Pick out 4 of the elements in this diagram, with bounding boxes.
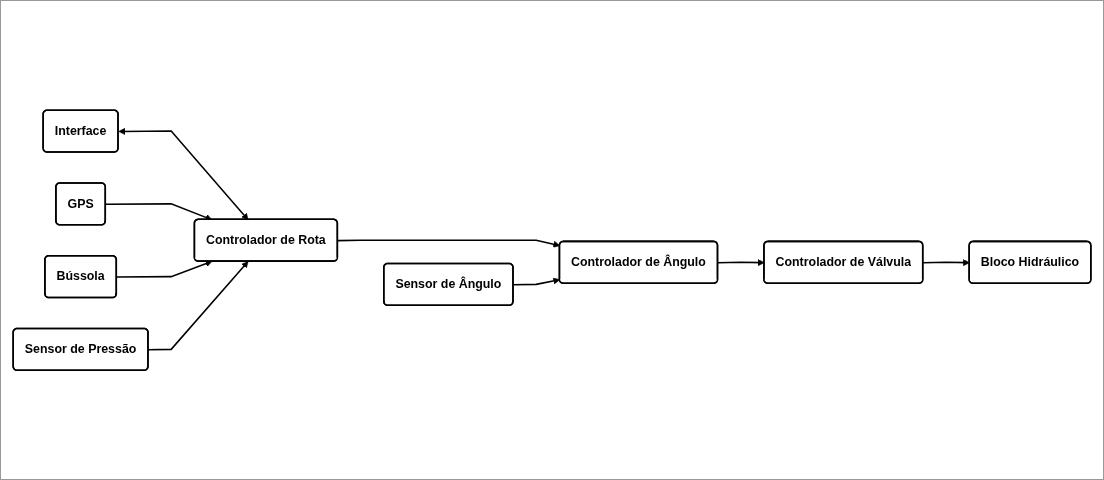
arrow (922, 258, 970, 266)
arrow (147, 261, 249, 351)
arrow (118, 127, 249, 220)
arrow (512, 277, 561, 286)
